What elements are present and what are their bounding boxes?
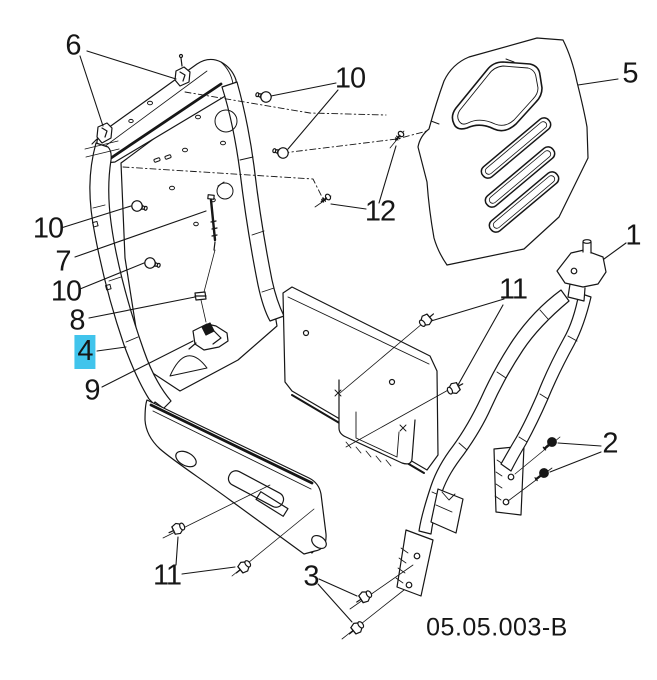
alignment-axes <box>122 91 428 200</box>
callout-10-left-lower: 10 <box>50 275 82 308</box>
callout-8: 8 <box>69 304 85 337</box>
clip-fastener <box>174 53 191 87</box>
top-bracket <box>556 239 607 302</box>
middle-panel-bracket <box>338 379 416 467</box>
middle-panel <box>282 286 439 474</box>
latch-axis-line <box>200 249 216 323</box>
callout-9: 9 <box>84 374 100 407</box>
bolt <box>532 465 552 484</box>
handle-cutout <box>227 470 285 508</box>
callout-6: 6 <box>65 29 81 62</box>
push-cap <box>271 144 290 160</box>
callout-3: 3 <box>303 560 319 593</box>
callout-1: 1 <box>625 219 641 252</box>
clip-fastener <box>91 122 113 145</box>
callout-11-bottom: 11 <box>152 559 182 592</box>
console-frame <box>84 58 285 412</box>
callout-4-highlighted: 4 <box>74 335 96 369</box>
bolt <box>540 434 560 453</box>
figure-code: 05.05.003-B <box>426 613 568 642</box>
vent-keyhole-opening <box>451 61 543 132</box>
latch-bolt <box>207 194 218 251</box>
nut <box>194 291 207 301</box>
callout-2: 2 <box>602 427 618 460</box>
callout-7: 7 <box>55 245 71 278</box>
callout-11-middle: 11 <box>498 273 528 306</box>
flag-bracket <box>430 488 464 534</box>
latch-assembly <box>188 194 229 351</box>
lower-bumper <box>144 399 327 555</box>
fasteners <box>91 53 560 639</box>
push-pin <box>444 378 466 398</box>
support-bar <box>395 239 607 597</box>
small-screw <box>392 129 406 143</box>
callout-12: 12 <box>364 195 396 228</box>
left-foot-plate <box>395 529 434 597</box>
latch-handle <box>188 322 229 351</box>
callout-10-left-upper: 10 <box>32 212 64 245</box>
callout-5: 5 <box>622 57 638 90</box>
leader-lines <box>60 50 627 623</box>
vent-slots <box>480 117 560 233</box>
callout-10-top: 10 <box>334 62 366 95</box>
push-cap <box>254 88 273 104</box>
vent-cover <box>417 37 589 266</box>
